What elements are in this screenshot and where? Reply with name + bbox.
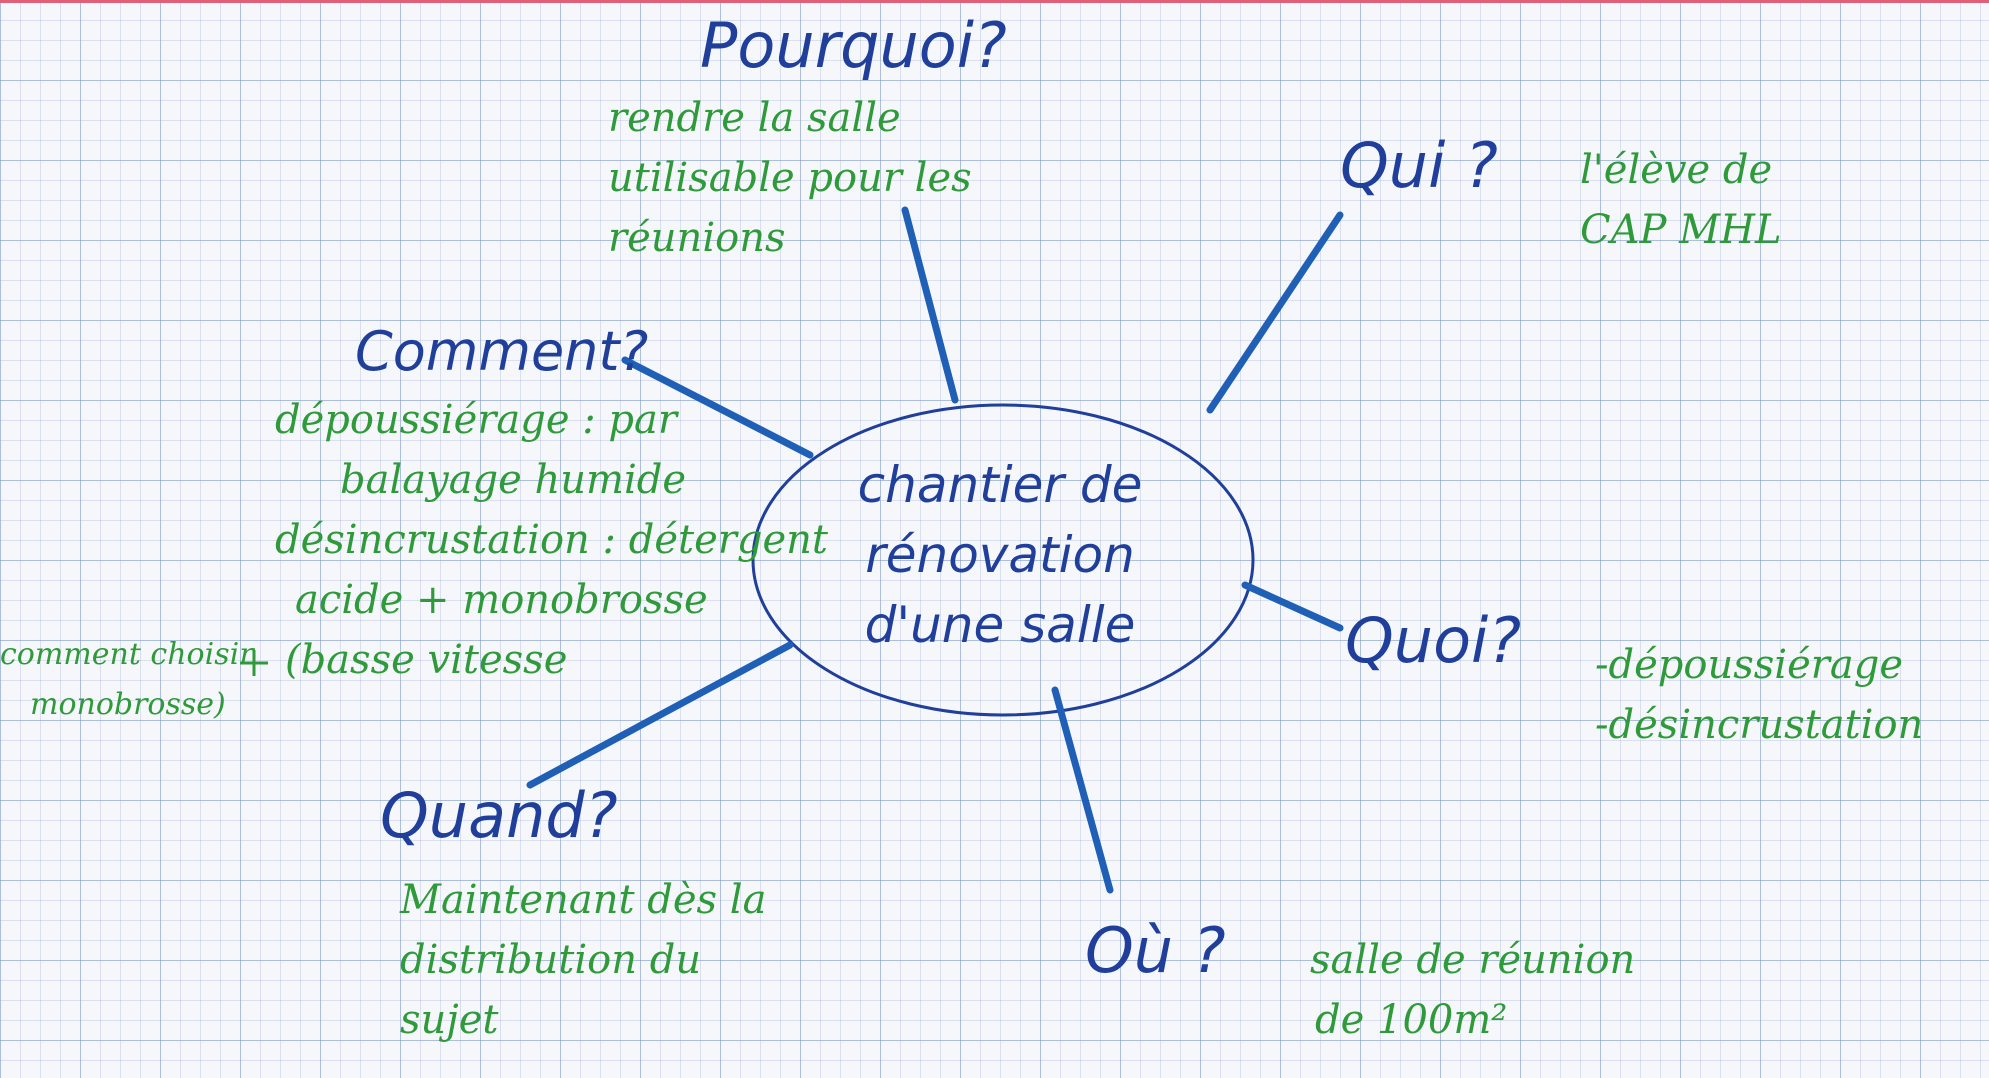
side-note-comment: comment choisir monobrosse) [0,630,254,730]
note-comment-line-4: acide + monobrosse [295,577,708,623]
note-quoi-line-2: -désincrustation [1595,702,1924,748]
note-comment: dépoussiérage : par balayage humide dési… [275,390,828,690]
note-pourquoi: rendre la salle utilisable pour les réun… [608,88,972,268]
note-qui-line-2: CAP MHL [1580,207,1782,253]
note-ou-line-2: de 100m² [1315,997,1508,1043]
note-comment-line-1: dépoussiérage : par [275,397,677,443]
connector-pourquoi [901,206,959,404]
connector-ou [1051,686,1114,894]
center-line-3: d'une salle [864,596,1136,654]
paper-top-margin [0,0,1989,3]
note-pourquoi-line-3: réunions [608,215,786,261]
connector-comment [621,356,814,459]
note-quand-line-2: distribution du [400,937,702,983]
node-comment: Comment? [355,320,649,383]
note-comment-line-2: balayage humide [340,457,687,503]
note-qui-line-1: l'élève de [1580,147,1773,193]
center-line-1: chantier de [857,456,1143,514]
node-quoi: Quoi? [1345,604,1522,677]
node-quand: Quand? [380,779,618,852]
node-qui: Qui ? [1340,129,1498,202]
connector-qui [1206,211,1344,414]
note-quand-line-1: Maintenant dès la [400,877,767,923]
note-pourquoi-line-1: rendre la salle [608,95,901,141]
note-qui: l'élève de CAP MHL [1580,140,1782,260]
center-line-2: rénovation [865,526,1135,584]
note-ou-line-1: salle de réunion [1310,937,1636,983]
note-quand: Maintenant dès la distribution du sujet [400,870,766,1050]
note-quoi: -dépoussiérage -désincrustation [1595,635,1923,755]
note-quoi-line-1: -dépoussiérage [1595,642,1904,688]
connector-quand [526,641,794,789]
plus-arrow-icon [240,650,268,676]
node-pourquoi: Pourquoi? [700,9,1007,82]
note-ou: salle de réunion de 100m² [1310,930,1635,1050]
note-quand-line-3: sujet [400,997,499,1043]
connector-quoi [1241,581,1344,632]
node-ou: Où ? [1085,914,1226,987]
center-topic: chantier de rénovation d'une salle [800,450,1200,660]
side-note-line-2: monobrosse) [30,687,226,722]
note-comment-line-5: (basse vitesse [285,637,568,683]
side-note-line-1: comment choisir [0,637,254,672]
note-pourquoi-line-2: utilisable pour les [608,155,972,201]
center-ellipse [751,403,1255,717]
note-comment-line-3: désincrustation : détergent [275,517,828,563]
